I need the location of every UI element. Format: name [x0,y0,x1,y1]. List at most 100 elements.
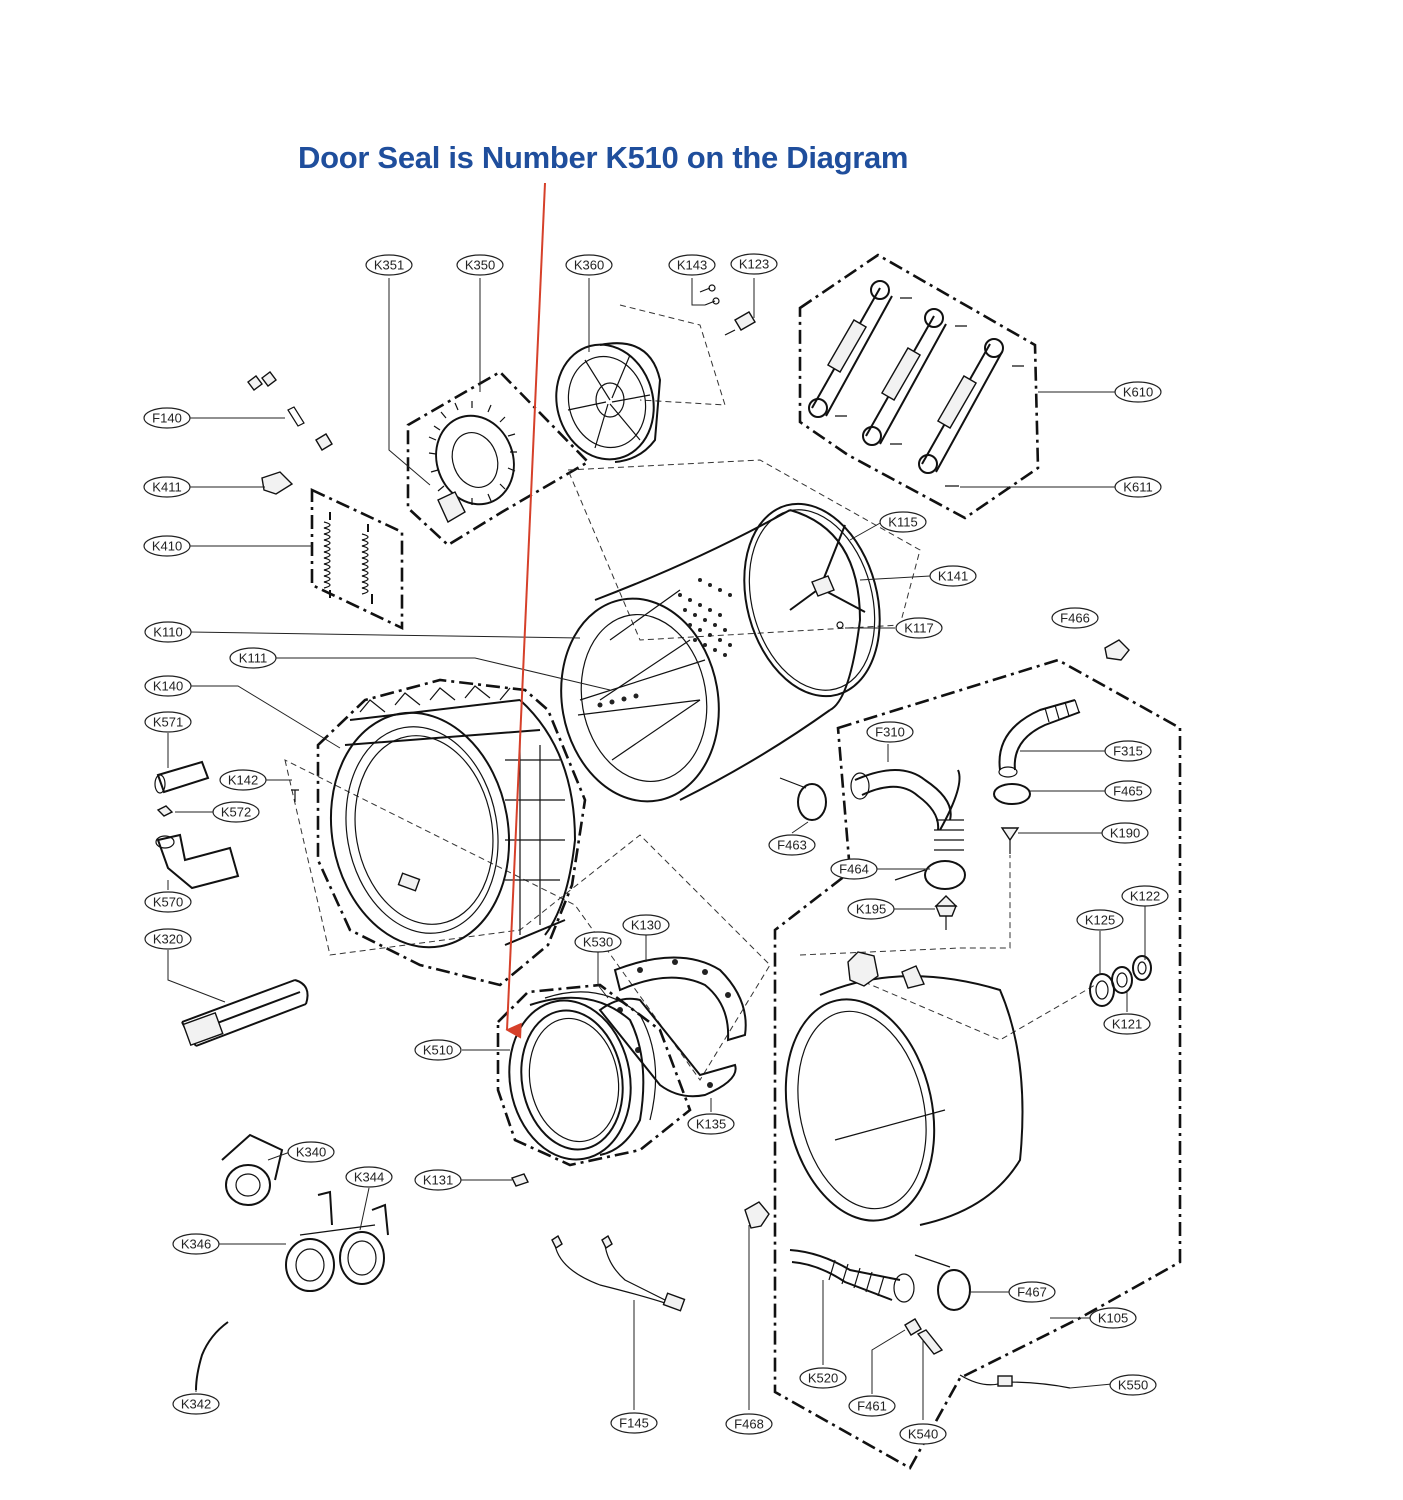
callout-text: K510 [423,1043,453,1058]
clamp-f467-screw [914,1254,951,1268]
callout-oval [574,931,622,953]
callout-text: K115 [888,515,917,530]
callout-oval [847,898,895,920]
callout-k130: K130 [622,914,670,936]
bearings [1089,955,1152,1007]
callout-f315: F315 [1104,740,1152,762]
drain-hose-k520 [789,1249,915,1303]
rear-tub-k105 [784,951,1024,1226]
callout-text: K342 [181,1397,211,1412]
callout-k320: K320 [144,928,192,950]
callout-oval [144,891,192,913]
callout-oval [668,254,716,276]
callout-k351: K351 [365,254,413,276]
screw-k131 [511,1173,529,1187]
screw-k142 [291,789,299,802]
callout-text: K350 [465,258,495,273]
callout-text: K110 [153,625,182,640]
callout-k510: K510 [414,1039,462,1061]
screws-k143-k123 [699,284,756,336]
callout-oval [1104,780,1152,802]
callout-text: K530 [583,935,613,950]
callout-k125: K125 [1076,909,1124,931]
shock-absorbers-k610 [808,280,1024,487]
group-outline-k350 [406,370,591,547]
callout-oval [768,834,816,856]
part-drawings [154,280,1152,1391]
callout-k344: K344 [345,1166,393,1188]
stator-k350 [428,401,517,523]
callout-oval [365,254,413,276]
callout-oval [622,914,670,936]
callout-oval [1114,381,1162,403]
callout-oval [1051,607,1099,629]
part-k411 [261,471,294,495]
callout-text: K111 [239,651,267,666]
callout-k105: K105 [1089,1307,1137,1329]
callout-k571: K571 [144,711,192,733]
callout-oval [879,511,927,533]
callout-oval [1008,1281,1056,1303]
callout-text: K346 [181,1237,211,1252]
callout-k190: K190 [1101,822,1149,844]
callout-k540: K540 [899,1423,947,1445]
outer-tub-front-k140 [329,685,577,949]
callout-text: F467 [1017,1285,1047,1300]
callout-text: K123 [739,257,769,272]
callout-oval [143,535,191,557]
callout-k340: K340 [287,1141,335,1163]
callout-text: K550 [1118,1378,1148,1393]
callout-text: K143 [677,258,707,273]
callout-text: F464 [839,862,869,877]
callout-text: K140 [153,679,183,694]
callout-k410: K410 [143,535,191,557]
tube-k342 [195,1321,229,1391]
part-f466 [1104,639,1130,661]
callout-oval [456,254,504,276]
callout-k520: K520 [799,1367,847,1389]
callout-k121: K121 [1103,1013,1151,1035]
callout-text: K344 [354,1170,384,1185]
callout-oval [899,1423,947,1445]
callout-text: K131 [423,1173,453,1188]
callout-oval [565,254,613,276]
callout-text: K195 [856,902,886,917]
callout-oval [1121,885,1169,907]
wire-harness-f145 [551,1234,686,1312]
callout-text: K410 [152,539,182,554]
callout-text: K121 [1112,1017,1142,1032]
callout-f310: F310 [866,721,914,743]
springs-k410 [323,512,373,604]
part-f468 [744,1201,770,1229]
group-outline-k510 [496,983,692,1167]
callout-k110: K110 [144,621,192,643]
callout-oval [1114,476,1162,498]
callout-text: K142 [228,773,258,788]
callout-k346: K346 [172,1233,220,1255]
callout-text: K320 [153,932,183,947]
callout-oval [287,1141,335,1163]
hoses-k570-k571 [154,760,240,890]
callout-f145: F145 [610,1412,658,1434]
group-outline-k140 [316,678,587,987]
callout-k111: K111 [229,647,277,669]
callout-oval [414,1169,462,1191]
callout-text: K572 [221,805,251,820]
group-outline-k410 [310,487,404,631]
callout-oval [1089,1307,1137,1329]
headline-annotation: Door Seal is Number K510 on the Diagram [298,140,909,175]
callout-f464: F464 [830,858,878,880]
callout-text: K611 [1123,480,1152,495]
callout-k611: K611 [1114,476,1162,498]
callout-text: K135 [696,1117,726,1132]
callout-k143: K143 [668,254,716,276]
callout-f461: F461 [848,1395,896,1417]
callout-k610: K610 [1114,381,1162,403]
callout-text: K125 [1085,913,1115,928]
callout-oval [212,801,260,823]
callout-text: K190 [1110,826,1140,841]
callout-oval [1104,740,1152,762]
callout-text: K105 [1098,1311,1128,1326]
callout-oval [730,253,778,275]
